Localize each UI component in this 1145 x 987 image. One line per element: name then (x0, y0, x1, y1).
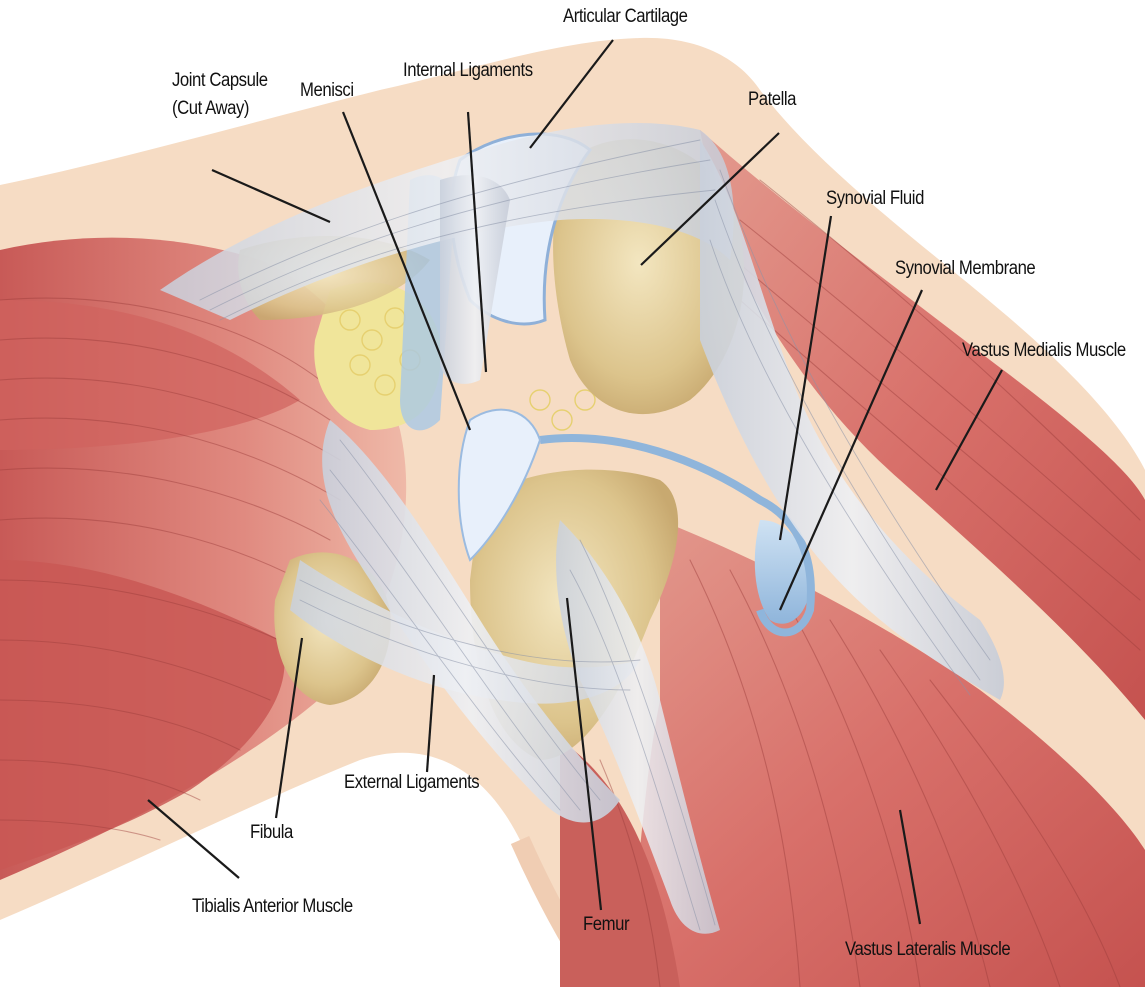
label-vastus-lateralis: Vastus Lateralis Muscle (845, 939, 1010, 961)
label-joint-capsule-line1: Joint Capsule (172, 70, 268, 92)
label-femur: Femur (583, 914, 629, 936)
label-synovial-membrane: Synovial Membrane (895, 258, 1035, 280)
label-vastus-medialis: Vastus Medialis Muscle (962, 340, 1126, 362)
label-joint-capsule-line2: (Cut Away) (172, 98, 249, 120)
label-articular-cartilage: Articular Cartilage (563, 6, 688, 28)
label-external-ligaments: External Ligaments (344, 772, 479, 794)
label-synovial-fluid: Synovial Fluid (826, 188, 924, 210)
label-tibialis-anterior: Tibialis Anterior Muscle (192, 896, 353, 918)
label-internal-ligaments: Internal Ligaments (403, 60, 533, 82)
label-menisci: Menisci (300, 80, 354, 102)
label-patella: Patella (748, 89, 796, 111)
label-fibula: Fibula (250, 822, 293, 844)
